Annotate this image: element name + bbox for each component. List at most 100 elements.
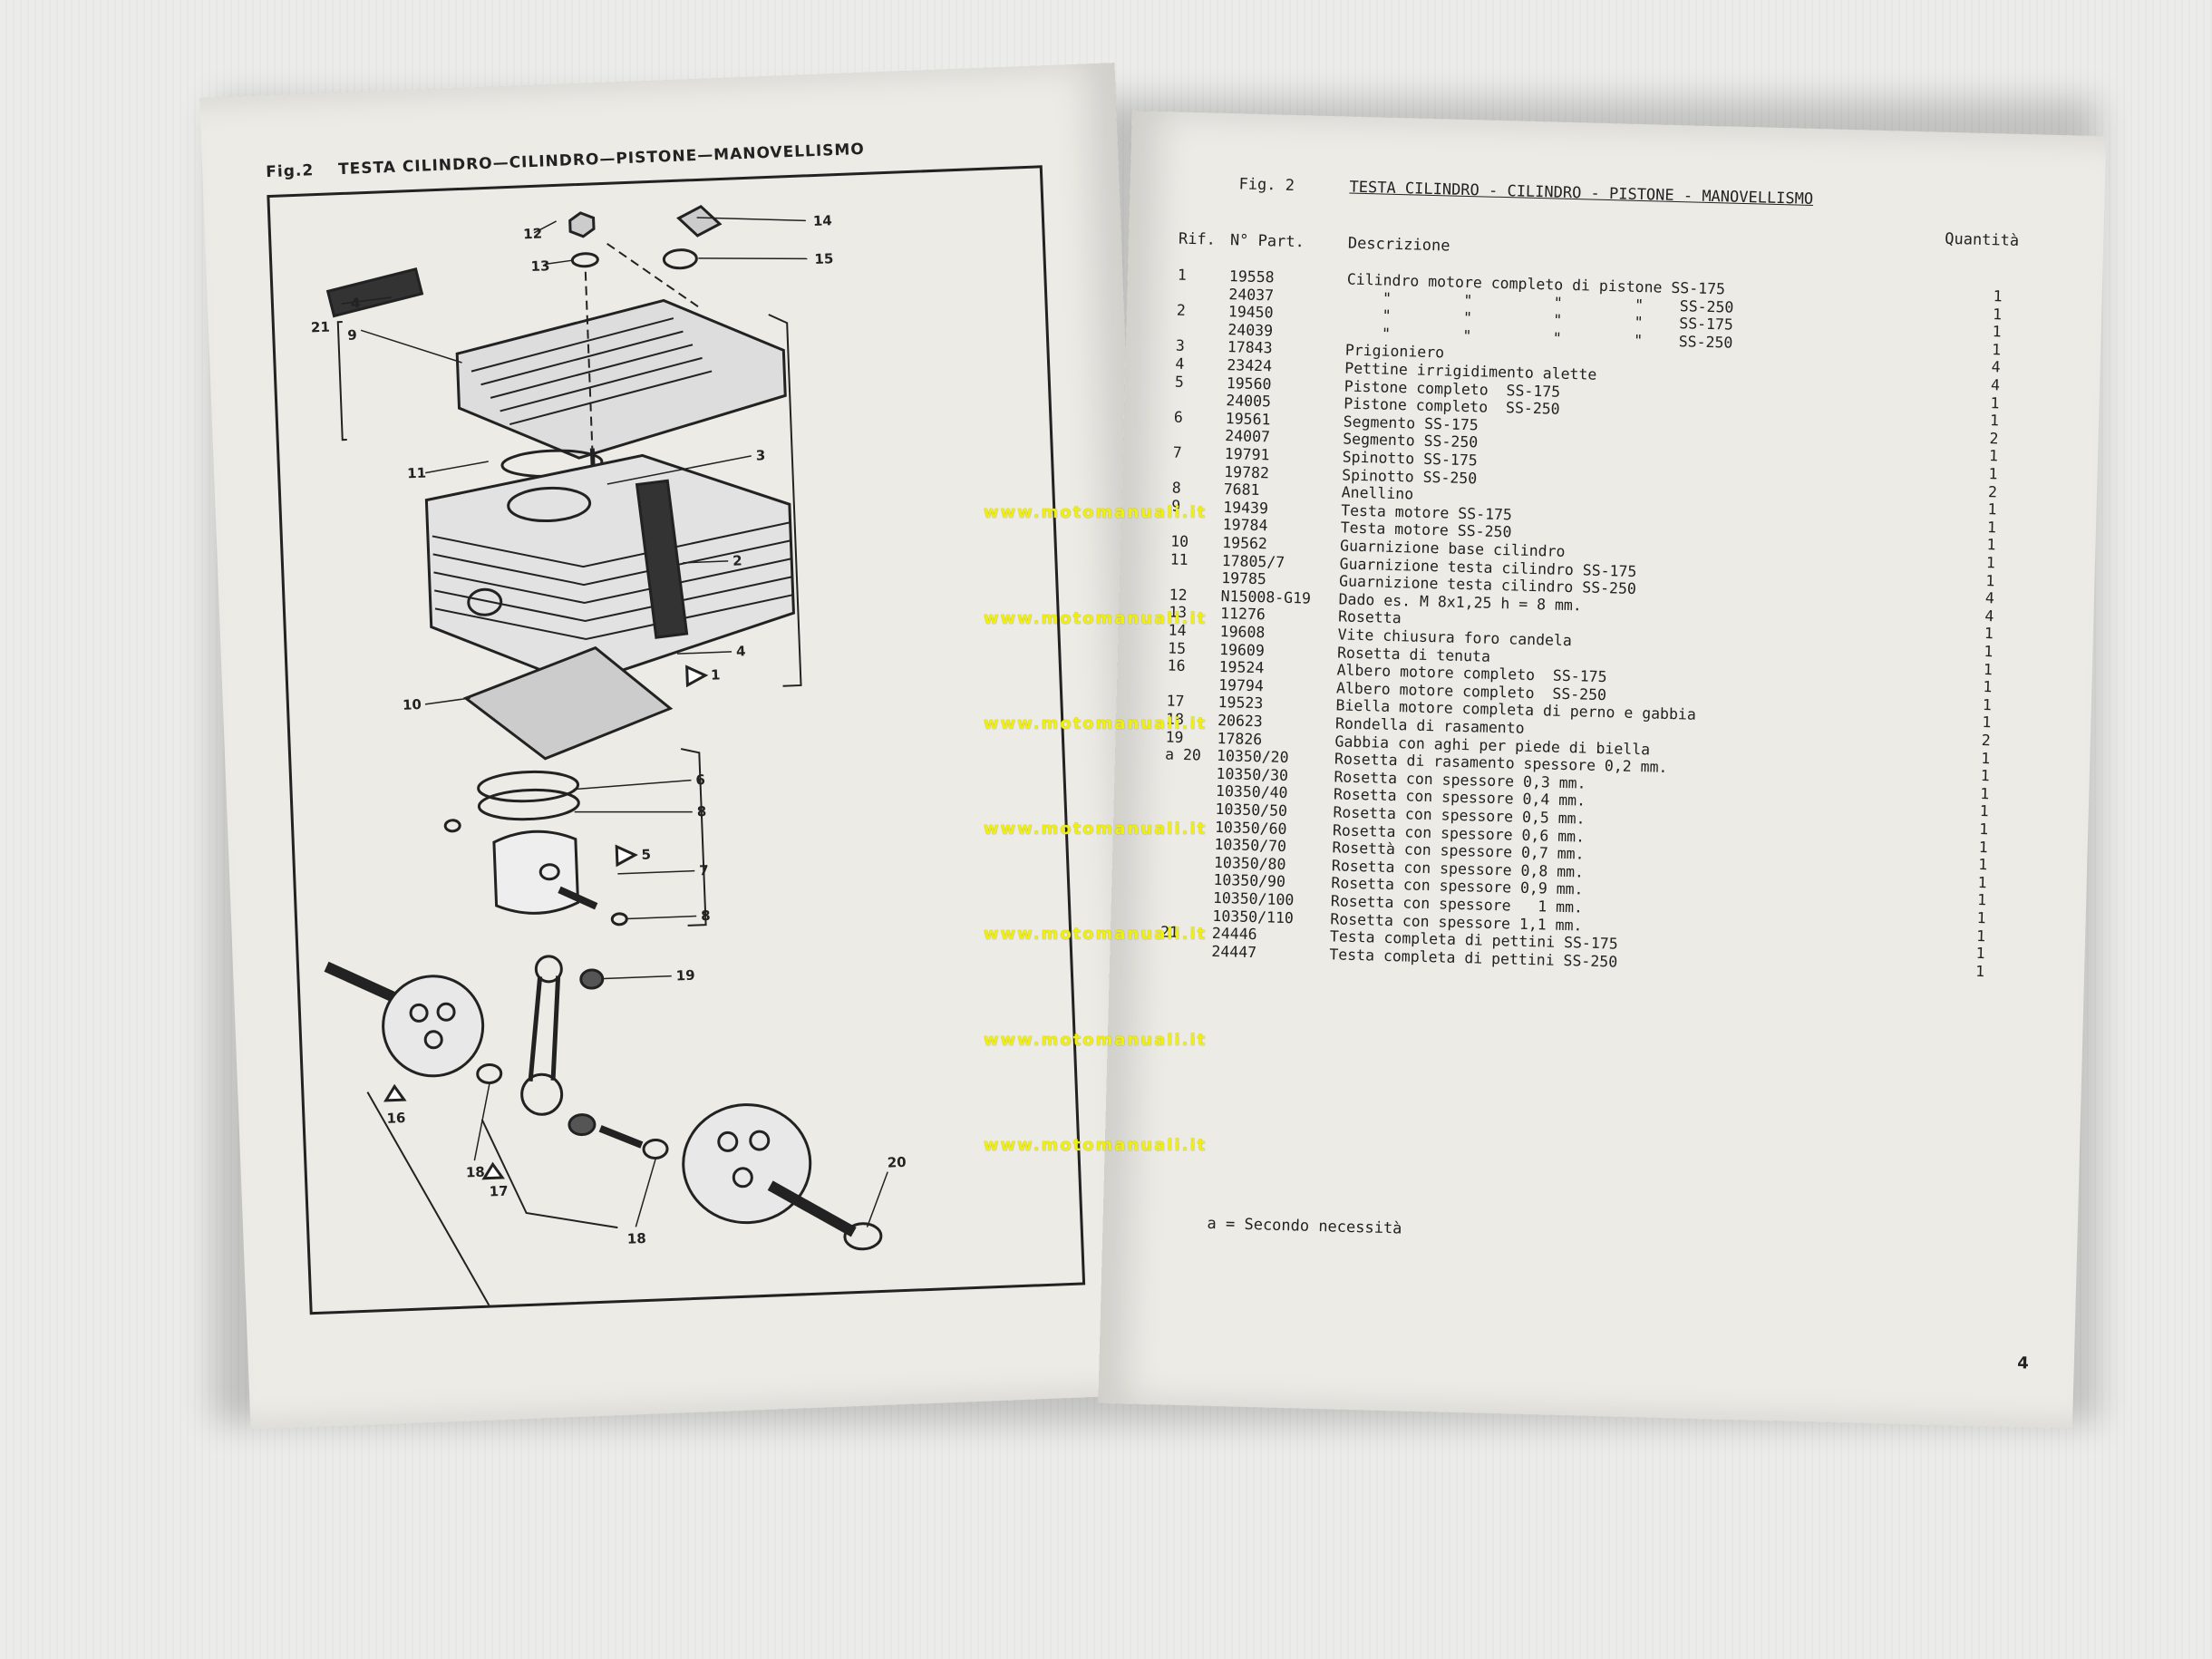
parts-list-title: TESTA CILINDRO - CILINDRO - PISTONE - MA… <box>1349 178 1814 209</box>
shim-18b <box>642 1138 669 1159</box>
row-part-number: 19561 <box>1225 409 1271 429</box>
row-part-number: 10350/90 <box>1213 871 1286 891</box>
row-quantity: 1 <box>1979 802 1989 820</box>
exploded-diagram-frame: 12 13 14 15 4 21 9 3 11 2 4 1 10 6 8 5 7… <box>267 165 1086 1315</box>
callout-9: 9 <box>347 326 357 343</box>
row-quantity: 4 <box>1991 358 2001 376</box>
callout-19: 19 <box>675 967 695 985</box>
row-rif: 4 <box>1175 354 1185 373</box>
sealing-washer-15 <box>662 248 698 270</box>
callout-10: 10 <box>403 696 422 713</box>
washer-13 <box>570 252 599 268</box>
row-quantity: 1 <box>1987 500 1997 519</box>
row-part-number: 24447 <box>1211 942 1257 961</box>
nut-12 <box>568 211 596 238</box>
row-part-number: 24039 <box>1227 320 1274 340</box>
callout-21: 21 <box>311 319 331 336</box>
row-part-number: N15008-G19 <box>1220 587 1312 607</box>
row-quantity: 1 <box>1988 447 1999 465</box>
row-rif: 11 <box>1169 550 1188 568</box>
row-quantity: 1 <box>1982 695 1993 714</box>
row-quantity: 1 <box>1981 749 1991 767</box>
callout-13: 13 <box>530 257 550 275</box>
cylinder-block-drawing <box>424 453 795 686</box>
row-quantity: 1 <box>1984 625 1994 643</box>
column-header-description: Descrizione <box>1347 234 1450 256</box>
row-quantity: 1 <box>1985 554 1996 572</box>
row-rif: 15 <box>1167 639 1187 657</box>
footnote: a = Secondo necessità <box>1207 1214 1402 1238</box>
row-part-number: 19562 <box>1221 534 1268 553</box>
row-part-number: 19784 <box>1222 516 1268 535</box>
callout-18b: 18 <box>626 1230 646 1247</box>
row-quantity: 1 <box>1991 340 2002 359</box>
row-quantity: 1 <box>1974 962 1985 980</box>
row-quantity: 1 <box>1993 287 2003 306</box>
piston-ring-6a <box>477 770 580 803</box>
row-rif: 10 <box>1170 532 1189 551</box>
row-description: Anellino <box>1341 483 1414 503</box>
exploded-diagram: 12 13 14 15 4 21 9 3 11 2 4 1 10 6 8 5 7… <box>311 204 907 1313</box>
callout-11: 11 <box>407 465 427 482</box>
column-header-rif: Rif. <box>1178 229 1217 249</box>
row-quantity: 1 <box>1982 713 1992 732</box>
row-part-number: 23424 <box>1227 356 1273 375</box>
row-quantity: 1 <box>1986 518 1997 537</box>
base-gasket-10 <box>462 645 674 761</box>
callout-7: 7 <box>699 862 709 878</box>
row-part-number: 10350/60 <box>1214 818 1287 838</box>
row-part-number: 20623 <box>1217 711 1264 731</box>
row-part-number: 19782 <box>1224 462 1270 481</box>
row-rif: 8 <box>1171 479 1181 497</box>
piston-drawing <box>492 830 580 915</box>
row-quantity: 1 <box>1992 305 2003 324</box>
callout-16: 16 <box>386 1110 406 1127</box>
row-part-number: 19608 <box>1219 622 1266 642</box>
row-quantity: 2 <box>1989 429 1999 448</box>
row-part-number: 19524 <box>1218 658 1265 677</box>
row-quantity: 1 <box>1977 856 1988 874</box>
callout-2: 2 <box>732 552 742 568</box>
callout-8a: 8 <box>696 803 706 820</box>
row-quantity: 1 <box>1990 393 2000 412</box>
watermark: www.motomanuali.it <box>984 820 1208 839</box>
row-rif: 2 <box>1176 301 1187 320</box>
row-quantity: 4 <box>1984 589 1995 607</box>
callout-15: 15 <box>814 250 834 267</box>
row-rif: 16 <box>1167 656 1186 675</box>
callout-14: 14 <box>813 212 833 229</box>
crank-half-left <box>324 961 403 1005</box>
row-quantity: 1 <box>1988 465 1998 483</box>
row-part-number: 19558 <box>1228 267 1275 286</box>
big-end-cage <box>568 1113 597 1137</box>
needle-cage-19 <box>579 968 605 990</box>
row-part-number: 7681 <box>1223 480 1260 500</box>
crank-half-right <box>682 1103 812 1225</box>
row-quantity: 4 <box>1990 376 2001 394</box>
callout-4a: 4 <box>351 295 361 311</box>
callout-8b: 8 <box>701 907 711 924</box>
callout-20: 20 <box>887 1154 907 1171</box>
row-quantity: 1 <box>1986 536 1996 554</box>
row-part-number: 24005 <box>1226 392 1272 411</box>
row-quantity: 1 <box>1989 412 2000 430</box>
callout-3: 3 <box>755 447 765 463</box>
row-part-number: 10350/110 <box>1212 907 1295 927</box>
row-rif: 6 <box>1173 408 1184 426</box>
watermark: www.motomanuali.it <box>984 1136 1208 1155</box>
row-quantity: 1 <box>1992 323 2002 341</box>
row-part-number: 24007 <box>1225 427 1271 446</box>
row-rif: 7 <box>1172 443 1182 461</box>
row-quantity: 1 <box>1976 908 1986 927</box>
row-part-number: 10350/30 <box>1216 764 1289 784</box>
row-part-number: 10350/100 <box>1212 888 1295 909</box>
left-page: Fig.2 TESTA CILINDRO—CILINDRO—PISTONE—MA… <box>199 63 1166 1430</box>
circlip-8b <box>610 912 628 927</box>
gudgeon-pin-7 <box>558 886 598 910</box>
row-quantity: 1 <box>1983 678 1993 696</box>
row-part-number: 10350/50 <box>1215 800 1288 820</box>
row-part-number: 17826 <box>1217 729 1263 748</box>
row-part-number: 10350/80 <box>1213 853 1286 873</box>
row-quantity: 2 <box>1987 482 1998 500</box>
row-quantity: 1 <box>1977 873 1987 892</box>
